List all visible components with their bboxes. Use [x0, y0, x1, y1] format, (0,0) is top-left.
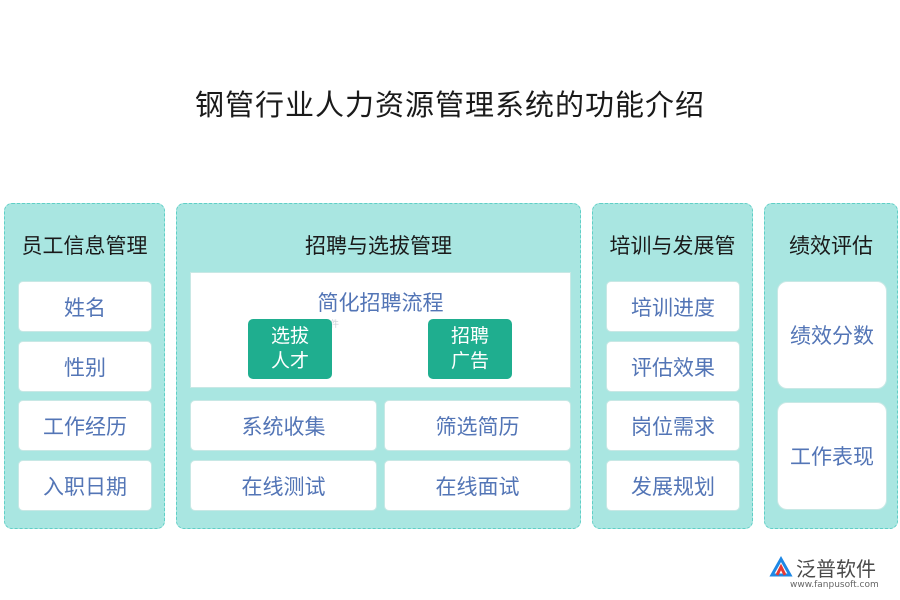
- select-talent-line2: 人才: [270, 350, 309, 372]
- recruit-ads-box: 招聘 广告: [428, 319, 512, 379]
- fanpu-logo-icon: [769, 555, 793, 577]
- simplify-process-box: 简化招聘流程 泛普软件 选拔 人才 招聘 广告: [190, 272, 571, 388]
- card-development-plan: 发展规划: [606, 460, 740, 511]
- recruit-ads-line1: 招聘: [450, 325, 489, 347]
- select-talent-line1: 选拔: [270, 325, 309, 347]
- card-online-interview: 在线面试: [384, 460, 571, 511]
- logo-url: www.fanpusoft.com: [790, 580, 879, 590]
- card-online-test: 在线测试: [190, 460, 377, 511]
- card-training-progress: 培训进度: [606, 281, 740, 332]
- brand-logo: 泛普软件 www.fanpusoft.com: [768, 553, 894, 595]
- card-system-collect: 系统收集: [190, 400, 377, 451]
- panel-title-employee-info: 员工信息管理: [21, 234, 148, 258]
- simplify-process-title: 简化招聘流程: [317, 291, 444, 315]
- card-employee-hire-date: 入职日期: [18, 460, 152, 511]
- panel-training: 培训与发展管 培训进度 评估效果 岗位需求 发展规划: [592, 203, 753, 529]
- card-screen-resume: 筛选简历: [384, 400, 571, 451]
- card-employee-work-history: 工作经历: [18, 400, 152, 451]
- card-work-performance: 工作表现: [777, 402, 887, 510]
- panel-performance: 绩效评估 绩效分数 工作表现: [764, 203, 898, 529]
- select-talent-box: 选拔 人才: [248, 319, 332, 379]
- card-position-demand: 岗位需求: [606, 400, 740, 451]
- logo-name: 泛普软件: [796, 557, 876, 581]
- card-employee-gender: 性别: [18, 341, 152, 392]
- card-employee-name: 姓名: [18, 281, 152, 332]
- panel-recruitment: 招聘与选拔管理 简化招聘流程 泛普软件 选拔 人才 招聘 广告 系统收集 筛选简…: [176, 203, 581, 529]
- card-evaluate-effect: 评估效果: [606, 341, 740, 392]
- page-title: 钢管行业人力资源管理系统的功能介绍: [194, 88, 705, 122]
- panel-title-performance: 绩效评估: [789, 234, 873, 258]
- panel-employee-info: 员工信息管理 姓名 性别 工作经历 入职日期: [4, 203, 165, 529]
- card-performance-score: 绩效分数: [777, 281, 887, 389]
- panel-title-training: 培训与发展管: [609, 234, 736, 258]
- panel-title-recruitment: 招聘与选拔管理: [305, 234, 452, 258]
- recruit-ads-line2: 广告: [450, 350, 489, 372]
